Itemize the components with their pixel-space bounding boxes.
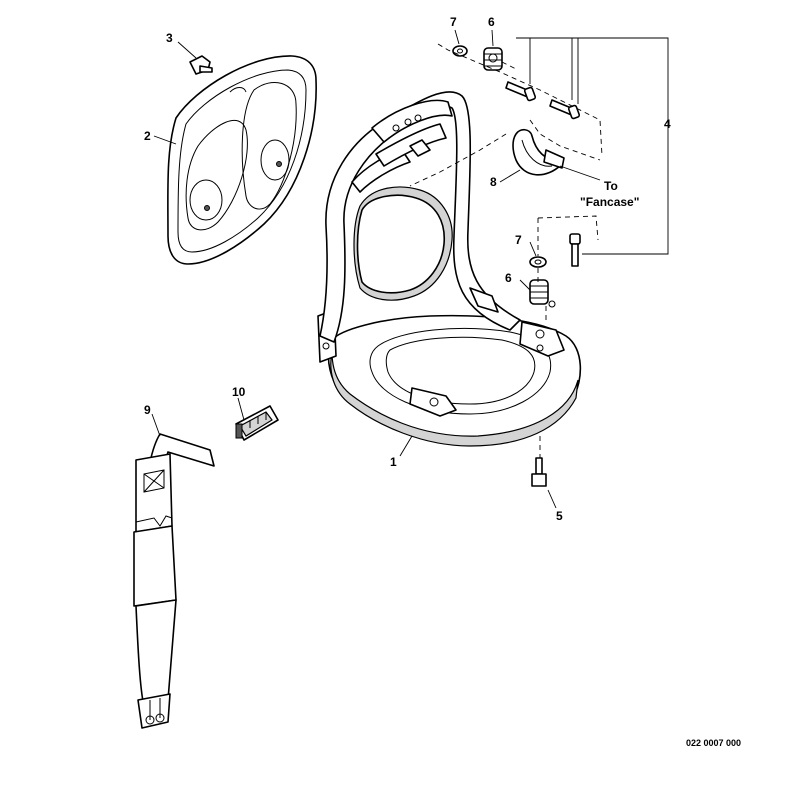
screw-upper-b xyxy=(549,99,581,120)
drawing-reference-number: 022 0007 000 xyxy=(686,738,741,748)
callout-5: 5 xyxy=(556,509,563,523)
note-line-2: "Fancase" xyxy=(580,195,639,209)
callout-6-upper: 6 xyxy=(488,15,495,29)
callout-9: 9 xyxy=(144,403,151,417)
spring-upper-part xyxy=(483,47,503,71)
bracket-part xyxy=(512,128,565,176)
callout-7-lower: 7 xyxy=(515,233,522,247)
buckle-part xyxy=(235,405,279,441)
fancase-note: To "Fancase" xyxy=(580,179,639,209)
callout-8: 8 xyxy=(490,175,497,189)
note-line-1: To xyxy=(604,179,618,193)
leader-lines xyxy=(151,29,669,509)
callout-2: 2 xyxy=(144,129,151,143)
callout-4: 4 xyxy=(664,117,671,131)
spring-lower-part xyxy=(529,279,556,308)
callout-1: 1 xyxy=(390,455,397,469)
callout-3: 3 xyxy=(166,31,173,45)
screw-lower-part xyxy=(569,233,581,267)
callout-7-upper: 7 xyxy=(450,15,457,29)
clip-part xyxy=(189,55,213,75)
bottom-screw-part xyxy=(531,457,547,487)
callout-6-lower: 6 xyxy=(505,271,512,285)
strap-part xyxy=(133,433,215,729)
frame-part xyxy=(317,91,582,447)
washer-lower-part xyxy=(529,256,547,268)
screw-upper-a xyxy=(505,81,537,102)
back-pad-part xyxy=(167,55,317,265)
callout-10: 10 xyxy=(232,385,246,399)
callout-labels: 1 2 3 4 5 6 6 7 7 8 9 10 xyxy=(144,15,671,523)
assembly-lines xyxy=(409,43,603,458)
washer-upper-part xyxy=(452,45,468,57)
